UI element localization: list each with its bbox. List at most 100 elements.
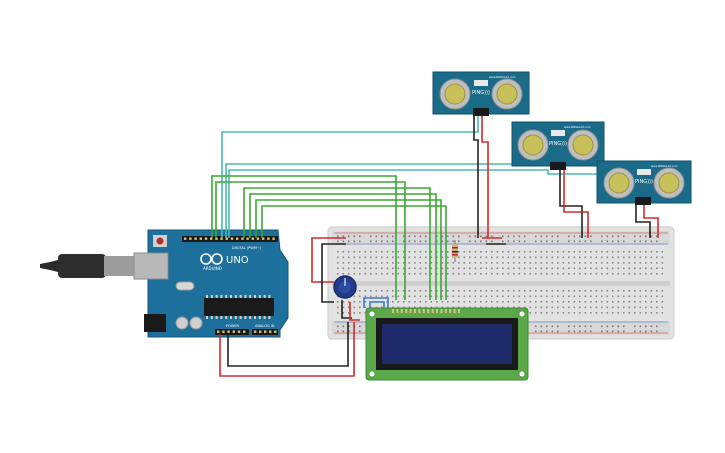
wire-red xyxy=(481,114,489,238)
atmega-chip xyxy=(204,298,274,316)
breadboard-hole xyxy=(551,256,554,259)
breadboard-hole xyxy=(430,262,433,264)
breadboard-hole xyxy=(474,262,477,264)
arduino-brand-label: ARDUINO xyxy=(203,266,222,271)
breadboard-hole xyxy=(546,267,548,270)
breadboard-hole xyxy=(419,306,422,309)
header-pin xyxy=(243,330,246,333)
breadboard-hole xyxy=(425,273,427,275)
breadboard-hole xyxy=(595,273,598,275)
breadboard-hole xyxy=(458,273,460,275)
breadboard-hole xyxy=(579,306,581,309)
breadboard-hole xyxy=(408,290,411,292)
breadboard-hole xyxy=(606,235,609,238)
breadboard-hole xyxy=(342,235,345,238)
breadboard-hole xyxy=(364,290,367,292)
breadboard-hole xyxy=(375,240,378,243)
breadboard-hole xyxy=(381,267,383,270)
breadboard-hole xyxy=(392,262,394,264)
breadboard-hole xyxy=(551,267,554,270)
breadboard-hole xyxy=(623,306,625,309)
transducer-mesh xyxy=(522,134,544,156)
breadboard-hole xyxy=(353,267,356,270)
ultrasonic-sensor-2: PING))) www.PARALLAX.com xyxy=(511,121,605,170)
breadboard-hole xyxy=(364,312,367,314)
breadboard-hole xyxy=(612,312,614,314)
breadboard-hole xyxy=(584,290,587,292)
breadboard-hole xyxy=(535,306,537,309)
breadboard-hole xyxy=(639,267,642,270)
breadboard-hole xyxy=(337,262,339,264)
potentiometer[interactable] xyxy=(333,275,357,299)
breadboard-hole xyxy=(628,290,631,292)
breadboard-hole xyxy=(590,301,592,303)
breadboard-hole xyxy=(568,240,570,243)
breadboard-hole xyxy=(342,267,345,270)
breadboard-hole xyxy=(650,295,653,298)
breadboard-hole xyxy=(546,330,548,333)
breadboard-hole xyxy=(458,240,460,243)
breadboard-hole xyxy=(513,273,515,275)
breadboard-hole xyxy=(480,267,482,270)
breadboard-hole xyxy=(524,251,526,253)
breadboard-hole xyxy=(397,273,400,275)
sensor-header xyxy=(635,197,651,205)
breadboard-hole xyxy=(507,290,510,292)
breadboard-hole xyxy=(590,306,592,309)
breadboard-hole xyxy=(375,306,378,309)
breadboard-hole xyxy=(606,267,609,270)
breadboard-hole xyxy=(452,240,455,243)
breadboard-hole xyxy=(540,240,543,243)
breadboard-hole xyxy=(584,312,587,314)
breadboard-hole xyxy=(507,273,510,275)
sensor-brand-label: www.PARALLAX.com xyxy=(564,125,591,129)
breadboard-hole xyxy=(634,312,636,314)
breadboard-hole xyxy=(370,290,372,292)
breadboard-hole xyxy=(496,262,499,264)
breadboard-hole xyxy=(557,273,559,275)
breadboard-hole xyxy=(397,306,400,309)
breadboard-hole xyxy=(601,290,603,292)
breadboard-hole xyxy=(645,240,647,243)
breadboard-hole xyxy=(518,235,521,238)
header-pin xyxy=(189,237,192,240)
breadboard-hole xyxy=(568,290,570,292)
breadboard-hole xyxy=(348,267,350,270)
breadboard-hole xyxy=(535,262,537,264)
breadboard-hole xyxy=(568,295,570,298)
wire-green xyxy=(261,205,447,300)
breadboard-hole xyxy=(579,240,581,243)
breadboard-hole xyxy=(403,295,405,298)
breadboard-hole xyxy=(447,235,449,238)
breadboard-hole xyxy=(392,290,394,292)
breadboard-hole xyxy=(568,306,570,309)
breadboard-hole xyxy=(480,290,482,292)
breadboard-hole xyxy=(601,273,603,275)
breadboard-hole xyxy=(551,325,554,328)
breadboard-hole xyxy=(452,301,455,303)
breadboard-hole xyxy=(507,235,510,238)
breadboard-hole xyxy=(650,251,653,253)
breadboard-hole xyxy=(617,235,620,238)
breadboard-hole xyxy=(590,267,592,270)
breadboard-hole xyxy=(419,295,422,298)
breadboard-hole xyxy=(579,262,581,264)
breadboard-hole xyxy=(551,235,554,238)
breadboard-hole xyxy=(584,262,587,264)
breadboard-hole xyxy=(507,262,510,264)
header-pin xyxy=(184,237,187,240)
breadboard-hole xyxy=(628,273,631,275)
wire-black xyxy=(227,322,349,367)
breadboard-hole xyxy=(370,295,372,298)
breadboard-hole xyxy=(419,240,422,243)
breadboard-hole xyxy=(606,301,609,303)
lcd-pin xyxy=(436,309,438,313)
breadboard-hole xyxy=(546,295,548,298)
breadboard-hole xyxy=(584,256,587,259)
breadboard-hole xyxy=(623,301,625,303)
breadboard-hole xyxy=(617,240,620,243)
breadboard-center-channel xyxy=(332,281,670,286)
breadboard-hole xyxy=(557,235,559,238)
breadboard-hole xyxy=(606,290,609,292)
